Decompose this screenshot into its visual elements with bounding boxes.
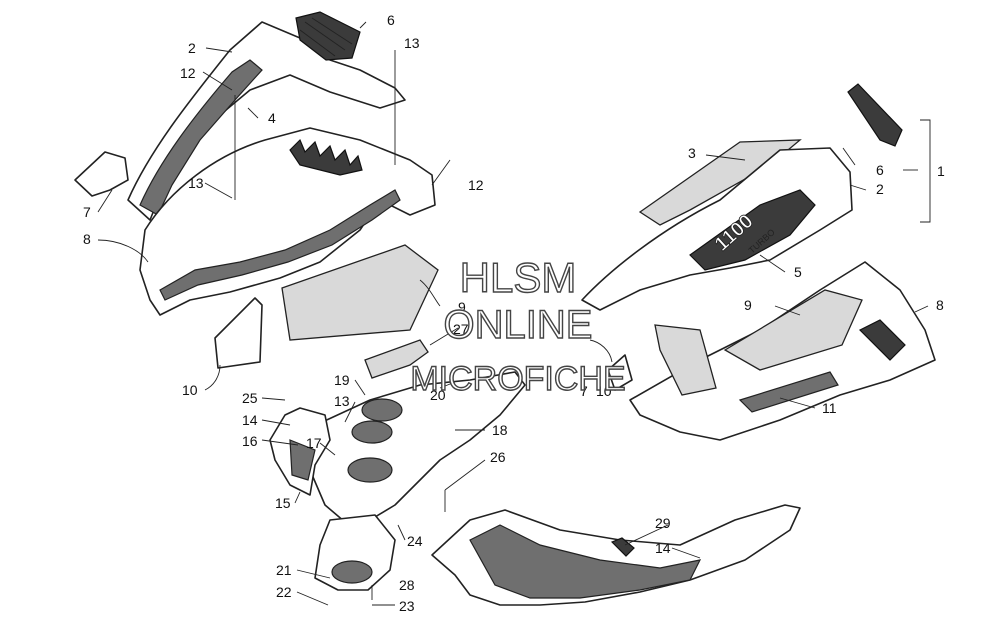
callout-24: 24	[407, 533, 423, 549]
callout-26: 26	[490, 449, 506, 465]
callout-8-left: 8	[83, 231, 91, 247]
vent-grille-right	[847, 83, 903, 147]
callout-6-left: 6	[387, 12, 395, 28]
callout-9-left: 9	[458, 299, 466, 315]
callout-19: 19	[334, 372, 350, 388]
callout-8-right: 8	[936, 297, 944, 313]
hood-shell-left-inner	[139, 59, 263, 216]
watermark: HLSM ONLINE MICROFICHE	[410, 253, 627, 398]
callout-18: 18	[492, 422, 508, 438]
callout-16: 16	[242, 433, 258, 449]
callout-5: 5	[794, 264, 802, 280]
callout-17: 17	[306, 435, 322, 451]
callout-10-right: 10	[596, 383, 612, 399]
side-panel-left	[214, 297, 263, 369]
watermark-line-2: ONLINE	[444, 303, 593, 347]
callouts: 2 12 6 13 4 12 13 7 8 9 27 10 1 6 2 3 5 …	[83, 12, 945, 614]
side-panel-right-dark	[689, 189, 816, 271]
callout-11: 11	[822, 400, 837, 416]
seal-gasket	[364, 339, 429, 379]
leader-lines	[97, 21, 931, 606]
small-bracket	[610, 537, 635, 557]
callout-25: 25	[242, 390, 258, 406]
lower-fairing-right-dark	[738, 371, 839, 413]
callout-21: 21	[276, 562, 292, 578]
lower-chute-hole	[331, 560, 373, 584]
callout-12-right: 12	[468, 177, 484, 193]
side-panel-right	[581, 147, 853, 311]
callout-14-right: 14	[655, 540, 671, 556]
callout-15: 15	[275, 495, 291, 511]
callout-9-right: 9	[744, 297, 752, 313]
callout-23: 23	[399, 598, 415, 614]
floor-hole-1	[361, 398, 403, 422]
vent-grille-left	[295, 11, 361, 61]
callout-7-right: 7	[580, 383, 588, 399]
callout-13-mid: 13	[188, 175, 204, 191]
floor-hole-3	[347, 457, 393, 483]
foam-pad-left	[281, 244, 439, 341]
lower-fairing-right-vent	[858, 319, 906, 361]
side-trim-left	[74, 151, 129, 197]
callout-27: 27	[453, 321, 469, 337]
callout-7-left: 7	[83, 204, 91, 220]
vent-grille-left-lines	[299, 17, 353, 57]
callout-4: 4	[268, 110, 276, 126]
hood-frame-left-teeth	[289, 138, 363, 176]
callout-3: 3	[688, 145, 696, 161]
callout-2-right: 2	[876, 181, 884, 197]
callout-13-low: 13	[334, 393, 350, 409]
callout-2-left: 2	[188, 40, 196, 56]
watermark-line-1: HLSM	[460, 254, 577, 301]
callout-29: 29	[655, 515, 671, 531]
foam-pad-right	[723, 289, 863, 371]
watermark-line-3: MICROFICHE	[410, 360, 625, 398]
callout-28: 28	[399, 577, 415, 593]
callout-22: 22	[276, 584, 292, 600]
callout-6-right: 6	[876, 162, 884, 178]
callout-10-left: 10	[182, 382, 198, 398]
floor-hole-2	[351, 420, 393, 444]
hood-shell-left	[127, 21, 406, 221]
side-panel-mid	[654, 324, 717, 396]
callout-1: 1	[937, 163, 945, 179]
side-bracket-dark	[289, 439, 316, 481]
callout-14-left: 14	[242, 412, 258, 428]
skid-plate-inner	[469, 524, 702, 599]
callout-20: 20	[430, 387, 446, 403]
floor-pan	[304, 371, 526, 523]
hood-frame-left-ribs	[159, 189, 401, 301]
side-trim-right	[607, 354, 633, 391]
callout-13-top: 13	[404, 35, 420, 51]
callout-12-left-top: 12	[180, 65, 196, 81]
